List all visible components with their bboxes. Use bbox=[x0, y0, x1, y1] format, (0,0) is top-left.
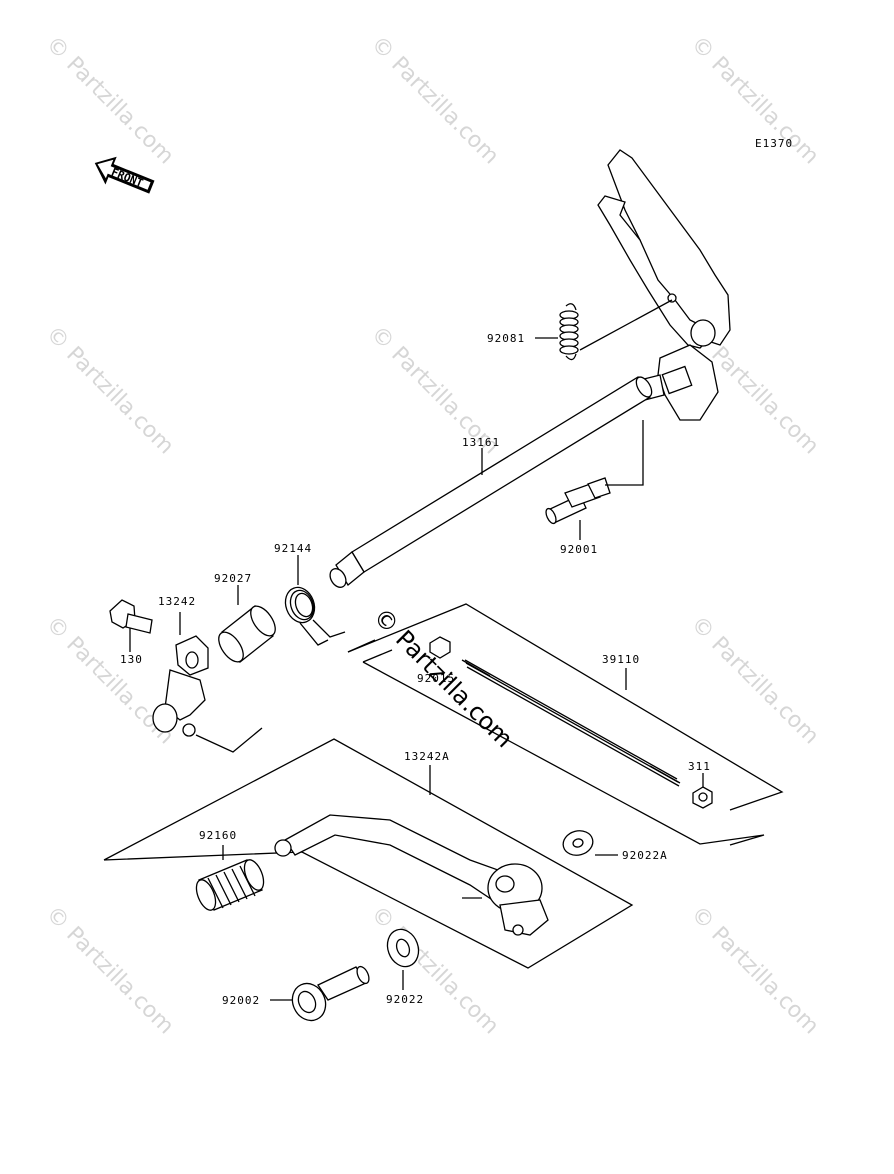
rod-panel-outline bbox=[347, 603, 784, 811]
part-label-92015: 92015 bbox=[417, 672, 455, 685]
nut-92015 bbox=[429, 636, 451, 659]
part-label-92160: 92160 bbox=[199, 829, 237, 842]
nut-311 bbox=[692, 786, 713, 809]
bolt-92001 bbox=[545, 477, 611, 525]
watermark-layer: © Partzilla.com © Partzilla.com © Partzi… bbox=[41, 32, 824, 1040]
washer-92022A bbox=[562, 830, 594, 856]
part-label-13161: 13161 bbox=[462, 436, 500, 449]
watermark: © Partzilla.com bbox=[41, 902, 179, 1040]
diagram-code: E1370 bbox=[755, 137, 793, 150]
front-label: FRONT bbox=[109, 165, 145, 190]
part-label-92081: 92081 bbox=[487, 332, 525, 345]
bolt-130 bbox=[109, 599, 153, 634]
rod-panel-outline bbox=[362, 661, 765, 846]
part-label-130: 130 bbox=[120, 653, 143, 666]
part-label-92022: 92022 bbox=[386, 993, 424, 1006]
watermark: © Partzilla.com bbox=[41, 32, 179, 170]
pedal-rubber-92160 bbox=[195, 859, 265, 911]
shift-pedal-13242A bbox=[274, 814, 549, 936]
collar-92027 bbox=[218, 605, 276, 663]
part-label-39110: 39110 bbox=[602, 653, 640, 666]
part-label-13242: 13242 bbox=[158, 595, 196, 608]
shift-arm-assembly bbox=[597, 149, 731, 421]
shift-lever-13242 bbox=[152, 635, 209, 737]
washer-92022 bbox=[386, 928, 420, 968]
shift-shaft-13161 bbox=[329, 376, 653, 588]
part-label-92027: 92027 bbox=[214, 572, 252, 585]
part-label-13242A: 13242A bbox=[404, 750, 450, 763]
part-label-92144: 92144 bbox=[274, 542, 312, 555]
watermark: © Partzilla.com bbox=[41, 322, 179, 460]
watermark: © Partzilla.com bbox=[686, 902, 824, 1040]
front-arrow-icon: FRONT bbox=[94, 156, 155, 194]
pedal-panel-outline bbox=[103, 738, 634, 969]
torsion-spring-92144 bbox=[284, 586, 346, 646]
part-label-92001: 92001 bbox=[560, 543, 598, 556]
part-label-92022A: 92022A bbox=[622, 849, 668, 862]
watermark: © Partzilla.com bbox=[366, 32, 504, 170]
watermark: © Partzilla.com bbox=[366, 902, 504, 1040]
spring-92081 bbox=[559, 303, 579, 361]
tie-rod-39110 bbox=[461, 659, 681, 787]
pivot-bolt-92002 bbox=[291, 965, 370, 1022]
part-label-311: 311 bbox=[688, 760, 711, 773]
watermark: © Partzilla.com bbox=[686, 612, 824, 750]
part-label-92002: 92002 bbox=[222, 994, 260, 1007]
